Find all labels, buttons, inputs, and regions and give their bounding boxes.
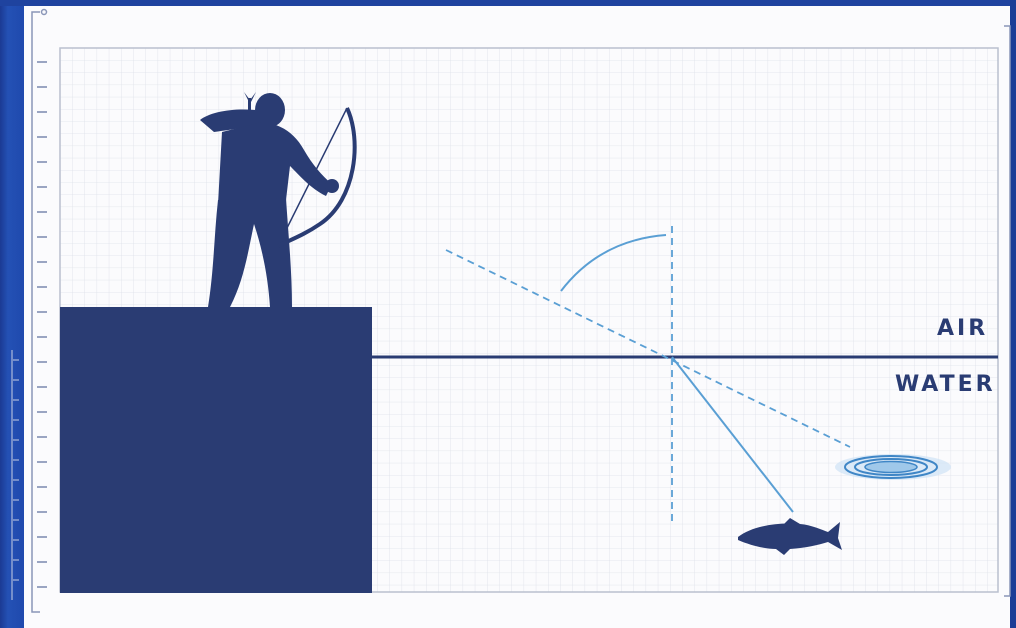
- left-ruler-ticks: [37, 62, 47, 587]
- secondary-ruler: [12, 350, 19, 600]
- platform-block: [60, 307, 372, 593]
- air-label: AIR: [937, 316, 988, 341]
- right-bracket: [1004, 26, 1010, 596]
- left-ruler: [32, 10, 47, 613]
- water-label: WATER: [895, 372, 996, 397]
- water-ripple-icon: [835, 454, 951, 480]
